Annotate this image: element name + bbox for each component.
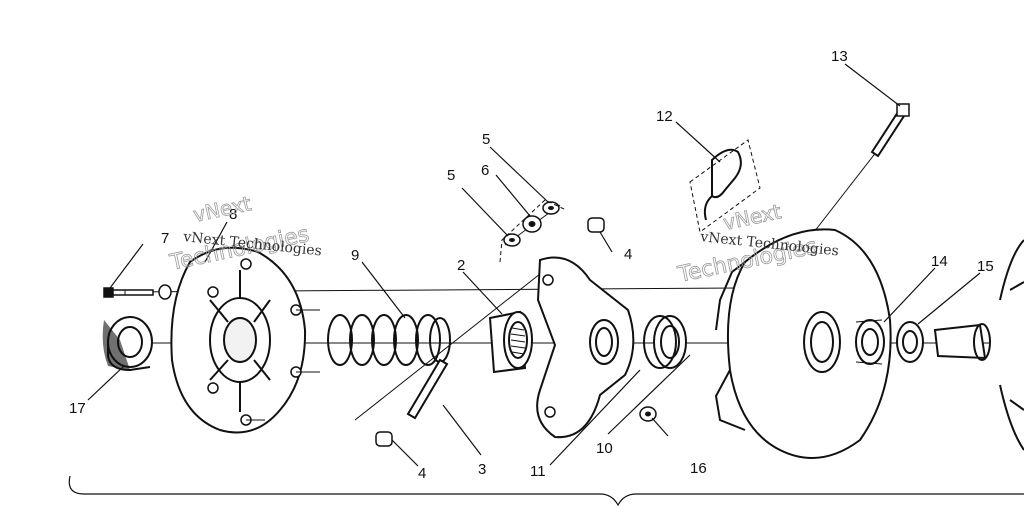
fixed-sheave-shaft	[933, 239, 1024, 451]
callout-7: 7	[161, 230, 169, 247]
callout-5-left: 5	[447, 167, 455, 184]
callout-4-upper: 4	[624, 246, 632, 263]
watermark-ghost-left-1: vNext	[191, 191, 253, 227]
callout-15: 15	[977, 258, 994, 275]
callout-12: 12	[656, 108, 673, 125]
nut	[639, 406, 657, 422]
sheave-bushing	[855, 319, 885, 365]
washer-group-outline	[499, 199, 567, 263]
callout-8: 8	[229, 206, 237, 223]
bushing	[102, 316, 153, 372]
threaded-sleeve	[488, 310, 533, 374]
washer-a	[503, 233, 521, 247]
spider	[536, 256, 635, 439]
movable-sheave	[714, 228, 892, 459]
callout-17: 17	[69, 400, 86, 417]
roller-upper	[587, 217, 605, 233]
cover-plate	[170, 246, 320, 434]
assembly-bracket	[68, 475, 1024, 507]
callout-14: 14	[931, 253, 948, 270]
pin	[406, 358, 449, 420]
callout-5-top: 5	[482, 131, 490, 148]
callout-10: 10	[596, 440, 613, 457]
washer-b	[542, 201, 560, 215]
roller-lower	[375, 431, 393, 447]
washer-15	[896, 321, 924, 363]
callout-9: 9	[351, 247, 359, 264]
callout-13: 13	[831, 48, 848, 65]
screw	[870, 103, 910, 158]
spring	[327, 314, 451, 366]
callout-16: 16	[690, 460, 707, 477]
watermark-ghost-right-1: vNext	[721, 199, 783, 235]
callout-6: 6	[481, 162, 489, 179]
callout-11: 11	[530, 463, 546, 480]
leader-lines	[87, 63, 981, 467]
callout-4-lower: 4	[418, 465, 426, 482]
callout-2: 2	[457, 257, 465, 274]
spider-bushing	[643, 315, 687, 369]
callout-3: 3	[478, 461, 486, 478]
roller-6	[522, 215, 542, 233]
bolt	[103, 284, 172, 300]
